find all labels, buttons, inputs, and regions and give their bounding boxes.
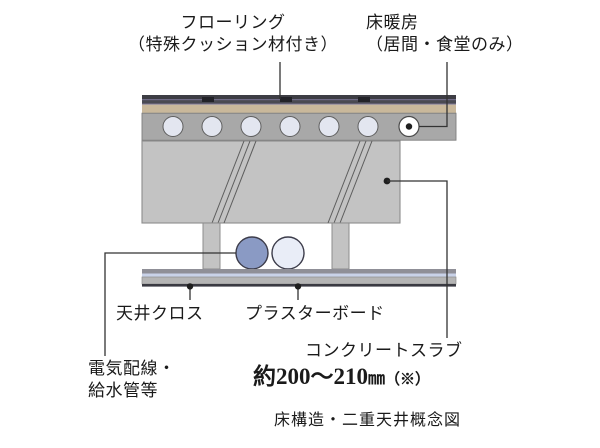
label-wiring-line2: 給水管等 xyxy=(88,381,158,401)
slab-dimension-note: （※） xyxy=(385,372,431,388)
label-wiring-line1: 電気配線・ xyxy=(88,359,176,378)
water-supply-pipe xyxy=(235,236,269,270)
label-plasterboard: プラスターボード xyxy=(245,304,385,323)
leader-floor-heating xyxy=(419,62,448,128)
label-floor-heating-line2: （居間・食堂のみ） xyxy=(366,34,524,54)
slab-hatching xyxy=(211,141,373,223)
label-flooring-line1: フローリング xyxy=(180,13,286,32)
figure-caption: 床構造・二重天井概念図 xyxy=(274,412,462,429)
flooring-joint-marks xyxy=(202,97,370,102)
label-floor-heating-line1: 床暖房 xyxy=(366,13,419,32)
plasterboard-layer-body xyxy=(141,276,457,285)
ceiling-hanger-right xyxy=(331,222,350,270)
flooring-layer xyxy=(142,95,456,99)
label-concrete-slab: コンクリートスラブ xyxy=(305,341,463,360)
flooring-layer-lower xyxy=(142,100,456,104)
leader-anchor-dots xyxy=(186,283,302,290)
label-concrete-slab-dimension: 約200〜210㎜（※） xyxy=(253,362,430,391)
slab-dimension-value: 約200〜210 xyxy=(253,364,368,389)
slab-dimension-unit: ㎜ xyxy=(368,369,385,388)
ceiling-hanger-left xyxy=(202,222,221,270)
label-floor-heating: 床暖房 （居間・食堂のみ） xyxy=(366,12,524,56)
cushion-material-layer xyxy=(142,104,456,114)
leader-concrete-slab xyxy=(387,180,448,338)
label-ceiling-cloth: 天井クロス xyxy=(116,304,204,323)
leader-lines xyxy=(104,62,448,356)
concrete-slab xyxy=(141,140,401,224)
heating-pipe-marked-void xyxy=(398,115,420,138)
ceiling-plenum xyxy=(202,222,350,270)
ceiling-inner-line xyxy=(142,273,456,277)
heating-void-circles xyxy=(162,115,420,138)
flooring-underlay-line xyxy=(142,99,456,101)
label-flooring-line2: （特殊クッション材付き） xyxy=(128,34,338,54)
leader-wiring xyxy=(104,252,236,356)
label-wiring: 電気配線・ 給水管等 xyxy=(88,358,176,403)
electrical-conduit xyxy=(271,236,305,270)
plasterboard-layer-top xyxy=(142,269,456,274)
label-flooring: フローリング （特殊クッション材付き） xyxy=(128,12,338,56)
flooring-underlay-line-2 xyxy=(142,103,456,105)
